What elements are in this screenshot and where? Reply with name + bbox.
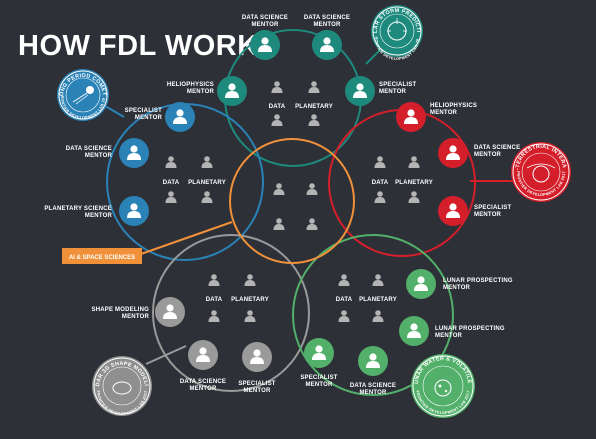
- person-icon: [338, 274, 350, 286]
- page-title: HOW FDL WORKS: [18, 30, 279, 62]
- mentor-person-icons: [127, 37, 460, 368]
- person-icon: [308, 81, 320, 93]
- person-icon: [201, 191, 213, 203]
- person-icon: [163, 304, 177, 319]
- person-icon: [244, 274, 256, 286]
- person-icon: [446, 145, 460, 160]
- green-team-ring: [292, 234, 454, 396]
- person-icon: [196, 347, 210, 362]
- person-icon: [250, 349, 264, 364]
- blue-planetary-label: PLANETARY: [188, 180, 226, 186]
- radar-connector: [145, 345, 187, 365]
- person-icon: [208, 310, 220, 322]
- green-data-label: DATA: [336, 297, 353, 303]
- person-icon: [408, 156, 420, 168]
- person-icon: [414, 276, 428, 291]
- person-icon: [372, 310, 384, 322]
- comet-icon: [86, 86, 94, 94]
- red-planetary-label: PLANETARY: [395, 180, 433, 186]
- person-icon: [127, 203, 141, 218]
- person-icon: [127, 145, 141, 160]
- person-icon: [353, 83, 367, 98]
- green-planetary-label: PLANETARY: [359, 297, 397, 303]
- person-icon: [165, 191, 177, 203]
- person-icon: [271, 114, 283, 126]
- researcher-icons: [165, 81, 420, 322]
- person-icon: [446, 203, 460, 218]
- person-icon: [225, 83, 239, 98]
- person-icon: [374, 156, 386, 168]
- person-icon: [374, 191, 386, 203]
- person-icon: [366, 353, 380, 368]
- person-icon: [408, 191, 420, 203]
- person-icon: [271, 81, 283, 93]
- red-data-label: DATA: [372, 180, 389, 186]
- blue-data-label: DATA: [163, 180, 180, 186]
- person-icon: [407, 323, 421, 338]
- gray-planetary-label: PLANETARY: [231, 297, 269, 303]
- teal-data-label: DATA: [269, 104, 286, 110]
- person-icon: [244, 310, 256, 322]
- ai-space-sciences-tag: [62, 248, 142, 264]
- person-icon: [273, 183, 285, 195]
- person-icon: [312, 345, 326, 360]
- person-icon: [372, 274, 384, 286]
- asteroid-icon: [112, 381, 132, 395]
- person-icon: [165, 156, 177, 168]
- teal-planetary-label: PLANETARY: [295, 104, 333, 110]
- person-icon: [258, 37, 272, 52]
- person-icon: [306, 183, 318, 195]
- svg-text:SOLAR STORM PREDICTION: SOLAR STORM PREDICTION: [0, 0, 421, 33]
- person-icon: [338, 310, 350, 322]
- ai-space-sciences-label: AI & SPACE SCIENCES: [69, 255, 135, 261]
- person-icon: [273, 218, 285, 230]
- person-icon: [173, 109, 187, 124]
- core-tag-connector: [140, 221, 233, 255]
- solar-storm-title: SOLAR STORM PREDICTION: [0, 0, 421, 33]
- person-icon: [306, 218, 318, 230]
- person-icon: [208, 274, 220, 286]
- person-icon: [201, 156, 213, 168]
- core-team-ring: [229, 138, 355, 264]
- gray-data-label: DATA: [206, 297, 223, 303]
- earth-icon: [532, 165, 550, 183]
- gray-team-ring: [152, 234, 310, 392]
- moon-icon: [434, 379, 452, 397]
- person-icon: [404, 109, 418, 124]
- person-icon: [320, 37, 334, 52]
- person-icon: [308, 114, 320, 126]
